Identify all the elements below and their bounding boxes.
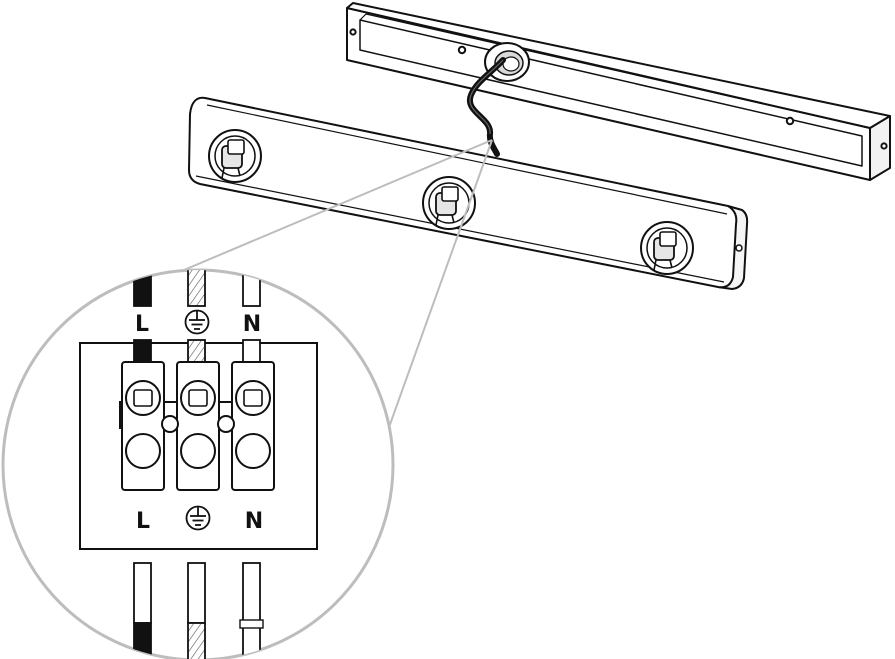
live-wire-top: [133, 270, 152, 307]
outgoing-wires: [133, 562, 264, 659]
earth-wire-bottom: [187, 622, 206, 659]
bottom-label-live: L: [136, 509, 150, 534]
lamp-socket-right: [640, 221, 694, 275]
incoming-wires: [133, 270, 261, 307]
top-label-neutral: N: [243, 312, 261, 337]
wiring-detail-callout: L N: [1, 268, 395, 659]
bottom-label-neutral: N: [245, 509, 263, 534]
earth-ground-icon: [185, 505, 211, 531]
lamp-socket-center: [422, 176, 476, 230]
earth-wire-top: [187, 270, 206, 307]
neutral-wire-top: [242, 270, 261, 307]
cable-grommet: [484, 42, 530, 82]
callout-leader: [164, 139, 493, 431]
lamp-socket-left: [208, 129, 262, 183]
earth-ground-icon: [184, 309, 210, 335]
terminal-block: [119, 361, 275, 491]
top-label-live: L: [135, 312, 149, 337]
live-wire-bottom: [133, 622, 152, 659]
